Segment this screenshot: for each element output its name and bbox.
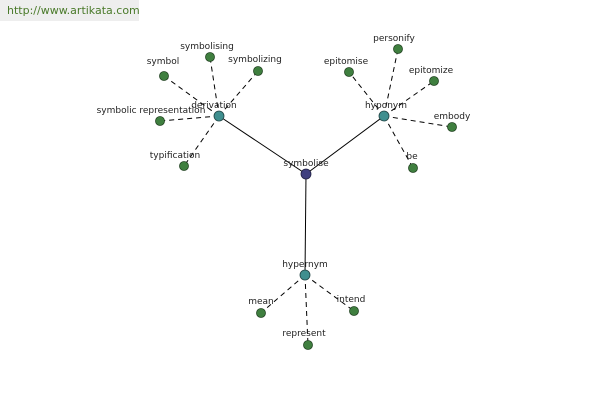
node-represent[interactable]: [303, 340, 313, 350]
node-epitomise[interactable]: [344, 67, 354, 77]
edge-hyponym-be: [383, 115, 414, 169]
site-link[interactable]: http://www.artikata.com: [0, 0, 140, 21]
node-be[interactable]: [408, 163, 418, 173]
edge-derivation-symbolizing: [218, 70, 259, 117]
label-intend: intend: [337, 295, 366, 305]
label-symbol: symbol: [147, 57, 180, 67]
node-derivation[interactable]: [213, 110, 225, 122]
label-symbolizing: symbolizing: [228, 55, 282, 65]
label-symbolising: symbolising: [180, 42, 234, 52]
node-mean[interactable]: [256, 308, 266, 318]
label-be: be: [406, 152, 418, 162]
edge-hyponym-epitomise: [348, 71, 385, 117]
edge-hypernym-represent: [304, 274, 309, 346]
edge-derivation-symbol: [163, 75, 220, 117]
label-hypernym: hypernym: [282, 260, 328, 270]
edge-center-hypernym: [304, 173, 307, 276]
edge-hypernym-intend: [304, 274, 355, 312]
label-embody: embody: [434, 112, 471, 122]
node-symbolic-representation[interactable]: [155, 116, 165, 126]
edge-hyponym-epitomize: [383, 80, 435, 117]
label-center: symbolise: [283, 159, 329, 169]
node-epitomize[interactable]: [429, 76, 439, 86]
label-epitomize: epitomize: [409, 66, 454, 76]
label-epitomise: epitomise: [324, 57, 369, 67]
label-symbolic-representation: symbolic representation: [97, 106, 206, 116]
node-symbol[interactable]: [159, 71, 169, 81]
edge-hypernym-mean: [260, 274, 306, 314]
label-mean: mean: [248, 297, 274, 307]
node-personify[interactable]: [393, 44, 403, 54]
node-symbolizing[interactable]: [253, 66, 263, 76]
node-hypernym[interactable]: [299, 269, 311, 281]
label-hyponym: hyponym: [365, 101, 407, 111]
edge-center-derivation: [218, 115, 307, 175]
edge-derivation-typification: [183, 115, 220, 167]
edge-derivation-symbolic-representation: [159, 115, 220, 122]
label-personify: personify: [373, 34, 415, 44]
node-hyponym[interactable]: [378, 110, 390, 122]
label-typification: typification: [150, 151, 200, 161]
node-embody[interactable]: [447, 122, 457, 132]
label-represent: represent: [282, 329, 326, 339]
edge-center-hyponym: [305, 115, 385, 175]
node-symbolising[interactable]: [205, 52, 215, 62]
label-derivation: derivation: [191, 101, 237, 111]
edge-hyponym-personify: [383, 48, 399, 117]
node-typification[interactable]: [179, 161, 189, 171]
edge-hyponym-embody: [383, 115, 453, 128]
node-intend[interactable]: [349, 306, 359, 316]
node-center[interactable]: [300, 168, 312, 180]
edge-derivation-symbolising: [209, 56, 220, 117]
